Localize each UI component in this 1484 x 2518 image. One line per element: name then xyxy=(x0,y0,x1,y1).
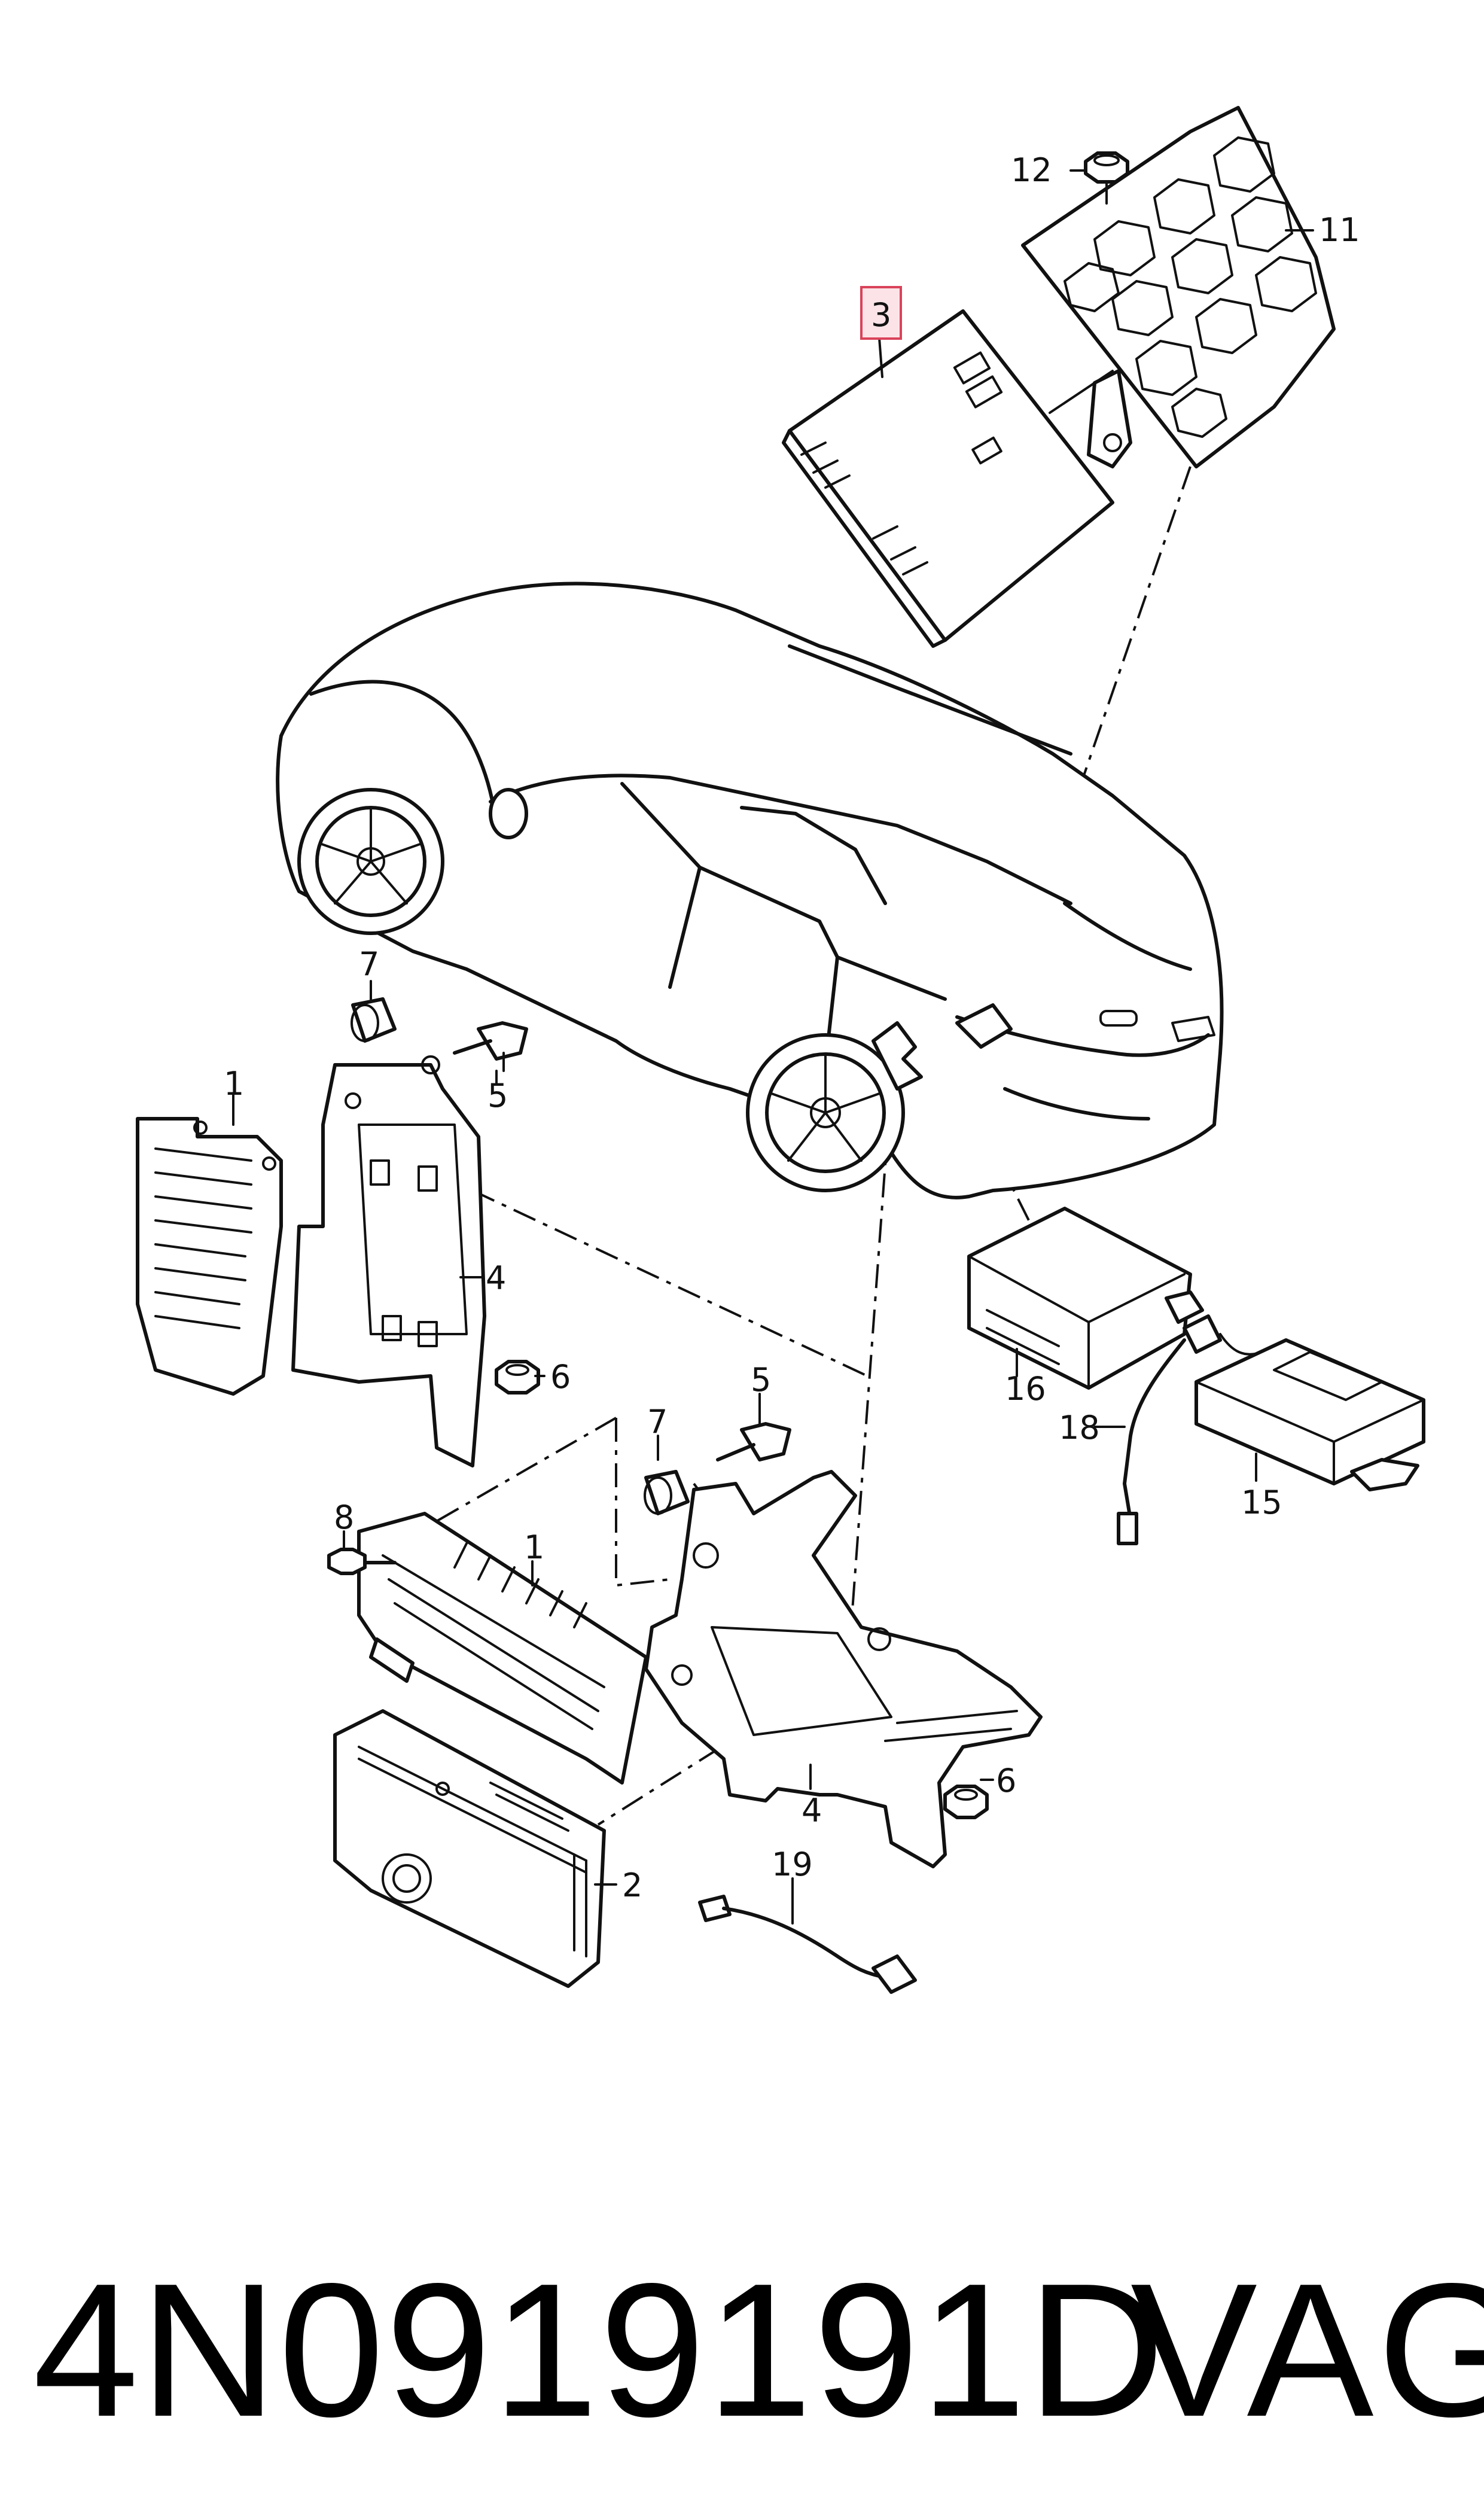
part-1-amplifier-upper xyxy=(136,1117,283,1396)
part-19-cable xyxy=(698,1895,917,1994)
callout-3: 3 xyxy=(871,296,891,334)
part-11-honeycomb-bracket xyxy=(1021,106,1336,468)
callout-12: 12 xyxy=(1011,151,1052,189)
footer: 4N0919191D VAG xyxy=(0,2249,1484,2489)
callout-6-lower: 6 xyxy=(996,1762,1016,1800)
callout-3-highlight-box xyxy=(860,286,902,340)
part-16-module xyxy=(967,1207,1204,1390)
part-5-bolt-upper xyxy=(453,1021,528,1072)
callout-15: 15 xyxy=(1241,1484,1282,1521)
callout-16: 16 xyxy=(1005,1370,1046,1408)
part-6-nut-upper xyxy=(495,1360,540,1395)
part-2-head-unit xyxy=(333,1709,606,1988)
callout-18: 18 xyxy=(1059,1409,1100,1447)
callout-11: 11 xyxy=(1319,211,1360,249)
callout-5-upper: 5 xyxy=(487,1077,508,1115)
callout-1-lower: 1 xyxy=(524,1529,544,1566)
callout-19: 19 xyxy=(772,1846,813,1883)
part-4-bracket-upper xyxy=(291,1055,486,1467)
parts-diagram: 12 11 3 7 1 5 4 6 16 18 15 5 7 8 1 4 6 2… xyxy=(136,106,1425,1994)
part-15-module xyxy=(1194,1338,1425,1491)
callout-5-lower: 5 xyxy=(751,1361,771,1399)
callout-8: 8 xyxy=(334,1499,354,1536)
part-4-bracket-lower xyxy=(644,1470,1043,1868)
car-body xyxy=(276,581,1224,1199)
callout-4-upper: 4 xyxy=(486,1259,506,1297)
part-12-nut xyxy=(1084,151,1129,205)
callout-6-upper: 6 xyxy=(550,1358,571,1396)
part-7-grommet-upper xyxy=(351,997,397,1043)
callout-1-upper: 1 xyxy=(224,1065,244,1103)
part-3-control-unit xyxy=(782,309,1114,648)
callout-7-upper: 7 xyxy=(359,945,379,983)
callout-4-lower: 4 xyxy=(802,1792,822,1829)
part-18-cable xyxy=(1117,1314,1263,1545)
callout-labels: 12 11 3 7 1 5 4 6 16 18 15 5 7 8 1 4 6 2… xyxy=(224,151,1360,1904)
part-1-amplifier-lower xyxy=(357,1512,648,1785)
callout-2: 2 xyxy=(622,1867,642,1904)
brand-label: VAG xyxy=(1130,2244,1484,2456)
part-7-grommet-lower xyxy=(644,1470,690,1515)
part-number: 4N0919191D xyxy=(33,2244,1166,2456)
callout-7-lower: 7 xyxy=(647,1403,668,1441)
part-5-bolt-lower xyxy=(716,1422,791,1462)
part-6-nut-lower xyxy=(943,1785,989,1819)
callout-leaders xyxy=(232,169,1314,1925)
